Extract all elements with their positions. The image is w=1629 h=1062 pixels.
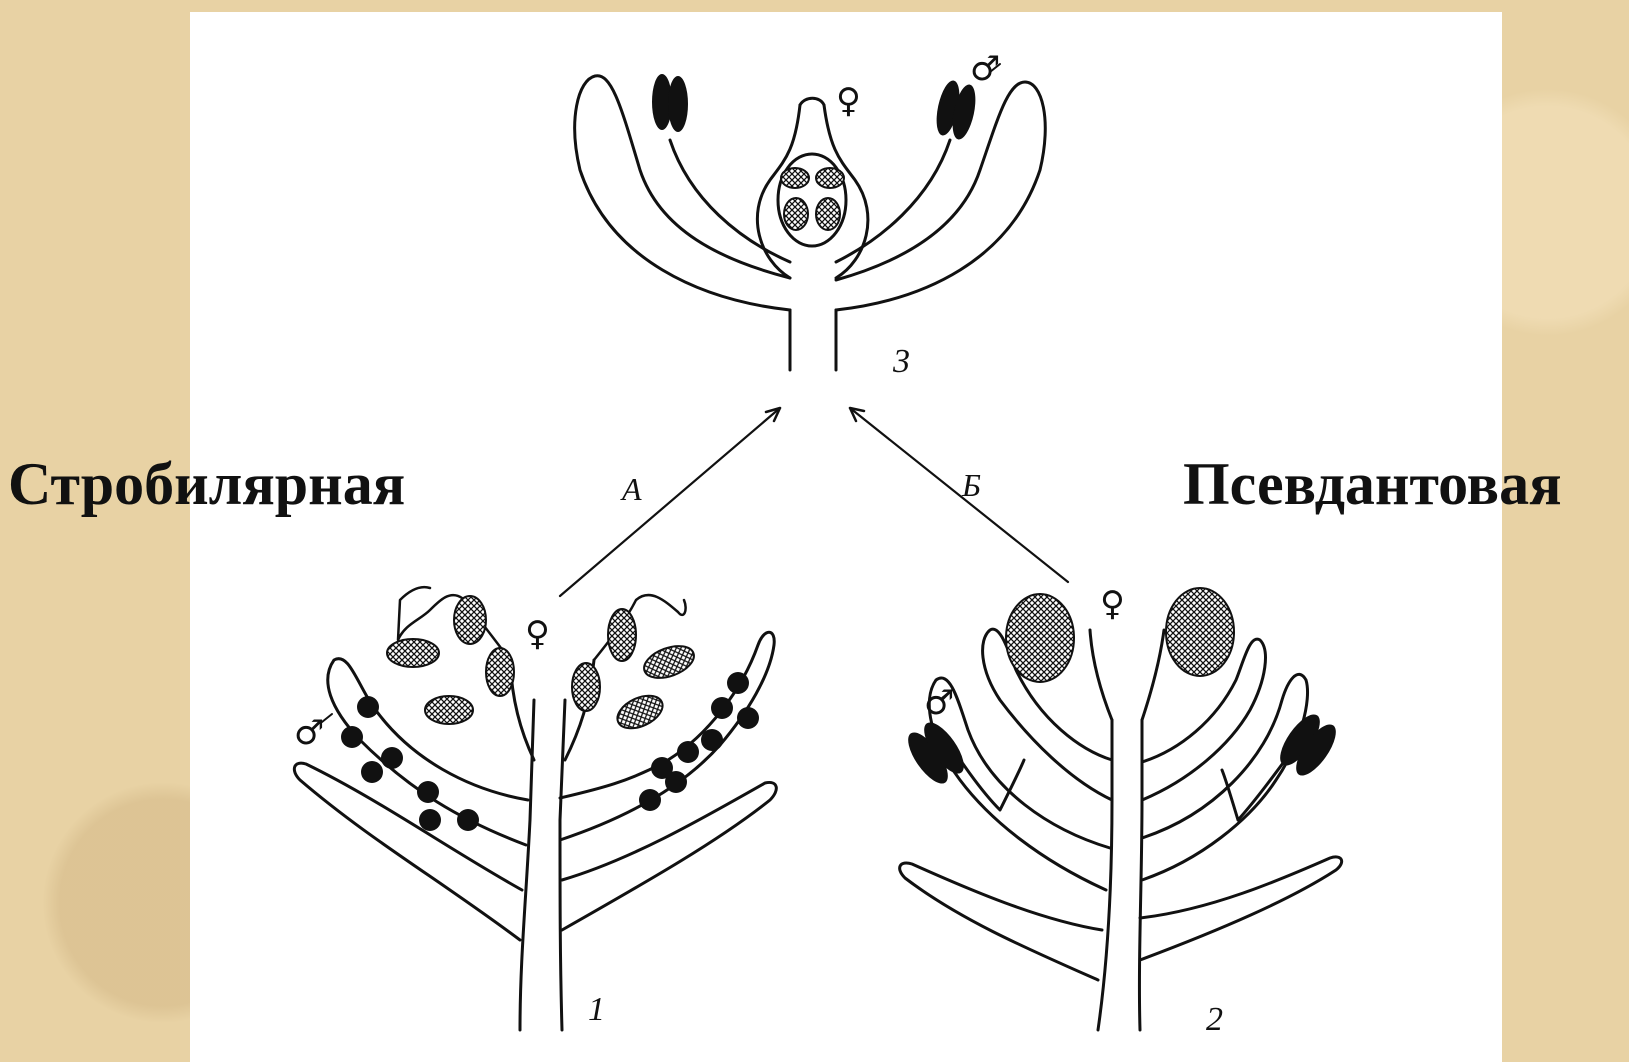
male-symbol: ♂ [924,683,954,723]
microsporangium [457,809,479,831]
microsporangium [417,781,439,803]
label-figure-3: 3 [892,343,910,380]
microsporangium [361,761,383,783]
male-symbol: ♂ [294,713,324,753]
female-symbol: ♀ [1100,584,1125,624]
figure-2-pseudanthial [900,629,1342,1030]
megasporangium [454,596,486,644]
microsporangium [737,707,759,729]
branch-1-right-low [562,782,776,930]
microsporangium [357,696,379,718]
megasporangium [612,689,667,735]
pistil-stalks-2 [1090,630,1164,720]
right-stamen-filament [836,140,950,262]
microsporangium [711,697,733,719]
megasporangium [1166,588,1234,676]
axis-2 [1098,720,1142,1030]
arrow-b [850,408,1068,582]
microsporangium [701,729,723,751]
megasporangium [486,648,514,696]
ovary-chamber [778,154,846,246]
figure-1-strobilar [294,632,776,1030]
male-symbol: ♂ [970,49,1000,89]
anther-left-2 [668,76,688,132]
flower-stem [790,310,836,370]
microsporangium [341,726,363,748]
figure-3-flower [575,76,1046,370]
microsporangium [419,809,441,831]
pistil-stigma [800,98,824,105]
branch-2-right-low [1140,857,1342,960]
megasporangium [608,609,636,661]
microsporangium [381,747,403,769]
label-figure-2: 2 [1206,1001,1223,1038]
female-symbol: ♀ [836,81,861,121]
ovule-1 [781,168,809,188]
megasporangium [425,696,473,724]
axis-1 [520,700,565,1030]
ovule-3 [784,198,808,230]
female-symbol: ♀ [525,614,550,654]
branch-2-left-low [900,863,1102,980]
microsporangium [639,789,661,811]
ovule-2 [816,168,844,188]
megasporangium [1006,594,1074,682]
label-figure-1: 1 [588,991,605,1028]
megasporangium [387,639,439,667]
microsporangium [651,757,673,779]
megasporangium [572,663,600,711]
label-arrow-b: Б [961,467,981,503]
arrow-a [560,408,780,596]
title-strobilar: Стробилярная [8,454,405,514]
label-arrow-a: А [620,471,642,507]
title-pseudanthial: Псевдантовая [1183,454,1562,514]
microsporangium [727,672,749,694]
ovule-4 [816,198,840,230]
left-stamen-filament [670,140,790,262]
microsporangium [677,741,699,763]
megasporangium [640,640,698,684]
